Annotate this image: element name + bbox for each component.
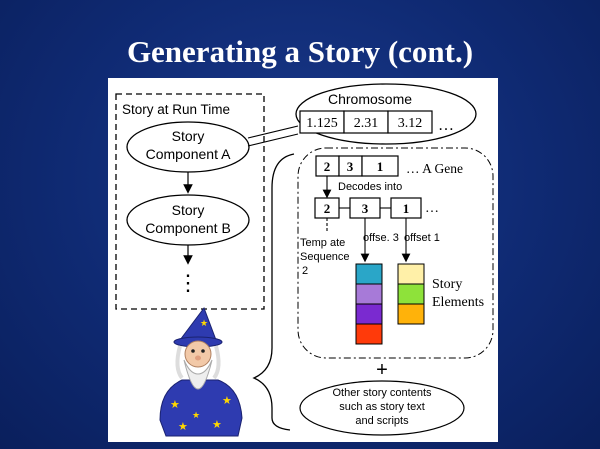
chromosome-more: … [438,117,454,134]
chromosome-gene-box [387,110,433,134]
template-label-line2: Sequence [300,251,350,263]
decoded-value: 2 [324,201,331,216]
component-b-line2: Component B [145,220,231,236]
element-cell [355,323,383,345]
chromosome-genes: 1.125 2.31 3.12 [299,110,433,134]
slide-title: Generating a Story (cont.) [126,34,474,69]
svg-text:★: ★ [170,398,180,411]
wizard-icon: ★ ★ ★ ★ ★ ★ [159,306,243,437]
gene-decoding-region [297,147,494,359]
run-time-box [115,93,265,310]
chromosome-pointer-upper [247,125,299,139]
template-label-line1: Temp ate [300,237,345,249]
svg-text:★: ★ [212,418,222,431]
gene-value: 2 [324,159,331,174]
template-label-line3: 2 [302,265,308,277]
diagram-figure: Story at Run Time Story Component A Stor… [108,78,498,442]
svg-text:★: ★ [178,420,188,433]
chromosome-pointer-lower [247,133,299,147]
chromosome-gene-value: 1.125 [306,116,338,131]
gene-more-label: … A Gene [406,161,463,176]
plus-sign: + [376,359,388,381]
gene-row: 2 3 1 [315,155,399,177]
gene-value: 3 [347,159,354,174]
offset-label-1: offse. 3 [363,232,399,244]
element-cell [355,303,383,325]
element-cell [397,263,425,285]
element-cell [355,263,383,285]
decoded-row: 2 3 1 [314,197,422,219]
story-elements-label-line2: Elements [432,295,484,310]
offset-label-2: offset 1 [404,232,440,244]
other-contents-line1: Other story contents [332,387,432,399]
story-elements-label-line1: Story [432,277,462,292]
component-b-line1: Story [172,202,205,218]
element-cell [397,283,425,305]
element-column-2 [397,263,425,325]
decoded-more: … [425,201,439,216]
grouping-brace [252,153,295,431]
chromosome-gene-value: 3.12 [398,116,423,131]
component-a-line2: Component A [146,146,231,162]
other-contents-line3: and scripts [355,415,409,427]
svg-text:★: ★ [200,319,208,329]
run-time-label: Story at Run Time [122,102,230,117]
decoded-value: 3 [362,201,369,216]
component-a-line1: Story [172,128,205,144]
other-contents-line2: such as story text [339,401,425,413]
story-generation-diagram: Story at Run Time Story Component A Stor… [115,83,494,437]
element-cell [397,303,425,325]
decoded-value: 1 [403,201,410,216]
svg-text:★: ★ [192,411,200,421]
decodes-label: Decodes into [338,181,402,193]
gene-box [361,155,399,177]
element-cell [355,283,383,305]
chromosome-label: Chromosome [328,91,412,107]
chromosome-gene-value: 2.31 [354,116,379,131]
gene-value: 1 [377,159,384,174]
other-contents-bubble [299,380,465,436]
svg-text:★: ★ [222,394,232,407]
element-column-1 [355,263,383,345]
vertical-ellipsis: ⋮ [177,270,199,295]
